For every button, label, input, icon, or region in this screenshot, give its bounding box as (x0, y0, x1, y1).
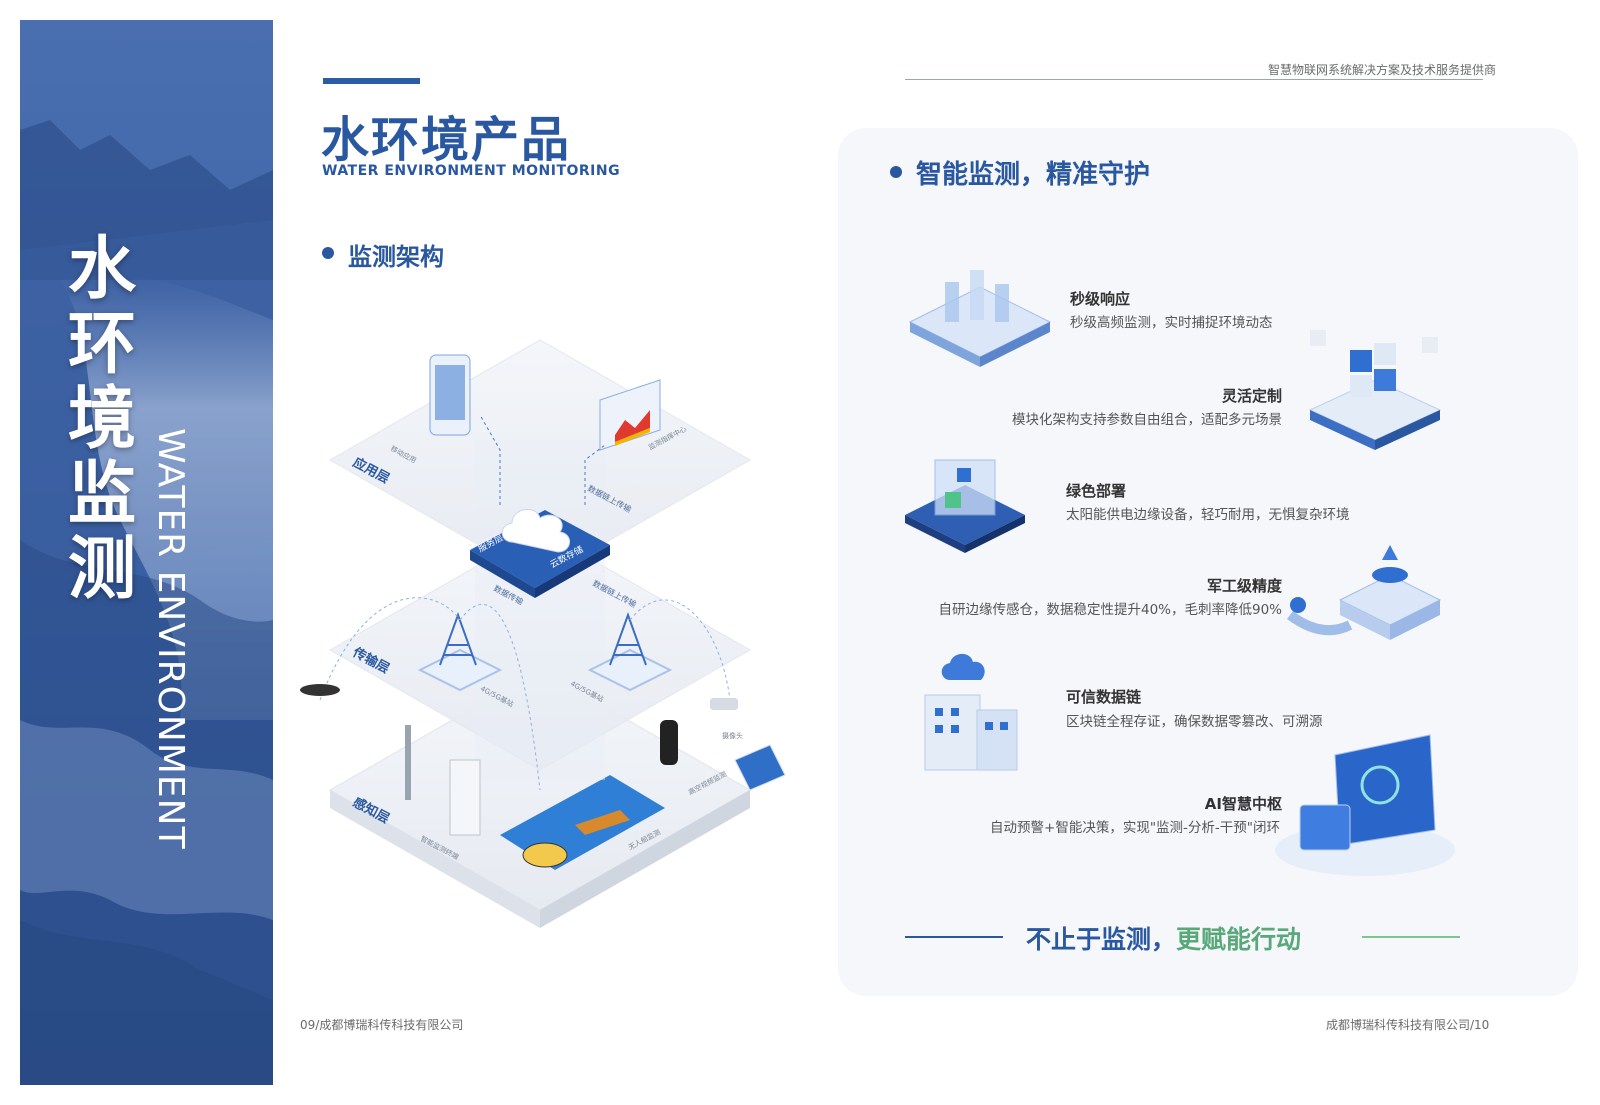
platform-side (330, 790, 540, 928)
feature-title: AI智慧中枢 (1204, 795, 1282, 813)
feature-title: 灵活定制 (1221, 387, 1282, 405)
banner-title-char: 测 (67, 530, 136, 609)
banner-title-char: 境 (67, 380, 136, 459)
title-accent-bar (323, 78, 420, 84)
chart-yellow (615, 428, 650, 446)
section-heading-features: 智能监测，精准守护 (916, 160, 1151, 190)
feature-title: 秒级响应 (1070, 290, 1131, 308)
page-title-en: WATER ENVIRONMENT MONITORING (322, 163, 621, 179)
platform-side (540, 790, 750, 928)
bullet-dot (322, 247, 334, 259)
boat-icon (575, 810, 630, 835)
phone-screen (435, 365, 465, 420)
banner-title-char: 水 (67, 230, 136, 309)
solar-panel-icon (734, 744, 786, 791)
server-stack-icon (908, 270, 1052, 367)
slogan-part-a: 不止于监测， (1026, 925, 1177, 954)
signal-arc (629, 599, 731, 701)
drone-icon (300, 684, 340, 696)
tower-icon-right (587, 612, 673, 692)
feature-desc: 秒级高频监测，实时捕捉环境动态 (1070, 315, 1273, 331)
cube-modules-icon (1308, 330, 1442, 450)
data-arrow (584, 444, 606, 505)
signal-arc (319, 597, 461, 701)
feature-desc: 自研边缘传感仓，数据稳定性提升40%，毛刺率降低90% (938, 602, 1282, 618)
waterfall-photo (20, 120, 273, 1085)
transmission-platform (328, 529, 752, 771)
tower-icon-left (417, 612, 503, 692)
section-heading-architecture: 监测架构 (348, 243, 444, 271)
chip-icon (905, 459, 1025, 553)
cloud-icon (501, 508, 570, 553)
slogan-rule-right (1362, 936, 1460, 938)
feature-desc: 模块化架构支持参数自由组合，适配多元场景 (1012, 412, 1282, 428)
cabinet-icon (449, 759, 481, 836)
footer-right: 成都博瑞科传科技有限公司/10 (1326, 1018, 1490, 1032)
feature-title: 绿色部署 (1066, 482, 1127, 500)
feature-desc: 太阳能供电边缘设备，轻巧耐用，无惧复杂环境 (1066, 507, 1350, 523)
bullet-dot (890, 166, 902, 178)
architecture-diagram: 应用层 传输层 感知层 服务层 云数存储 数据链上传输 数据传输 数据链上传输 … (300, 339, 786, 928)
sensor-icon (660, 720, 678, 765)
chart-red (615, 410, 650, 442)
banner-title-char: 监 (67, 455, 136, 534)
slogan-part-b: 更赋能行动 (1176, 925, 1302, 954)
banner-title-char: 环 (67, 305, 136, 384)
banner-subtitle-en: WATER ENVIRONMENT (150, 428, 191, 850)
buoy-icon (522, 842, 568, 868)
center-column (475, 440, 605, 780)
ai-screen-icon (1275, 734, 1455, 876)
header-tagline: 智慧物联网系统解决方案及技术服务提供商 (1268, 63, 1497, 77)
side-banner (20, 20, 273, 1085)
slogan-rule-left (905, 936, 1003, 938)
pole-icon (405, 725, 411, 800)
data-arrow (479, 414, 501, 505)
camera-icon (710, 698, 738, 710)
cloud-service-block (470, 510, 610, 588)
feature-desc: 区块链全程存证，确保数据零篡改、可溯源 (1066, 714, 1323, 730)
feature-desc: 自动预警+智能决策，实现"监测-分析-干预"闭环 (990, 820, 1280, 836)
slogan: 不止于监测，更赋能行动 (1026, 920, 1301, 956)
tag-label: 摄像头 (722, 731, 743, 740)
cloud-building-icon (924, 653, 1018, 771)
footer-left: 09/成都博瑞科传科技有限公司 (300, 1018, 464, 1032)
block-side (535, 545, 610, 598)
block-side (470, 550, 535, 598)
header-rule (905, 79, 1483, 80)
banner-title: 水 环 境 监 测 (62, 232, 142, 607)
features-panel (838, 128, 1578, 996)
feature-title: 军工级精度 (1206, 577, 1282, 595)
feature-title: 可信数据链 (1066, 688, 1142, 706)
sensor-platform-icon (1287, 545, 1442, 640)
page-title: 水环境产品 (321, 112, 572, 168)
